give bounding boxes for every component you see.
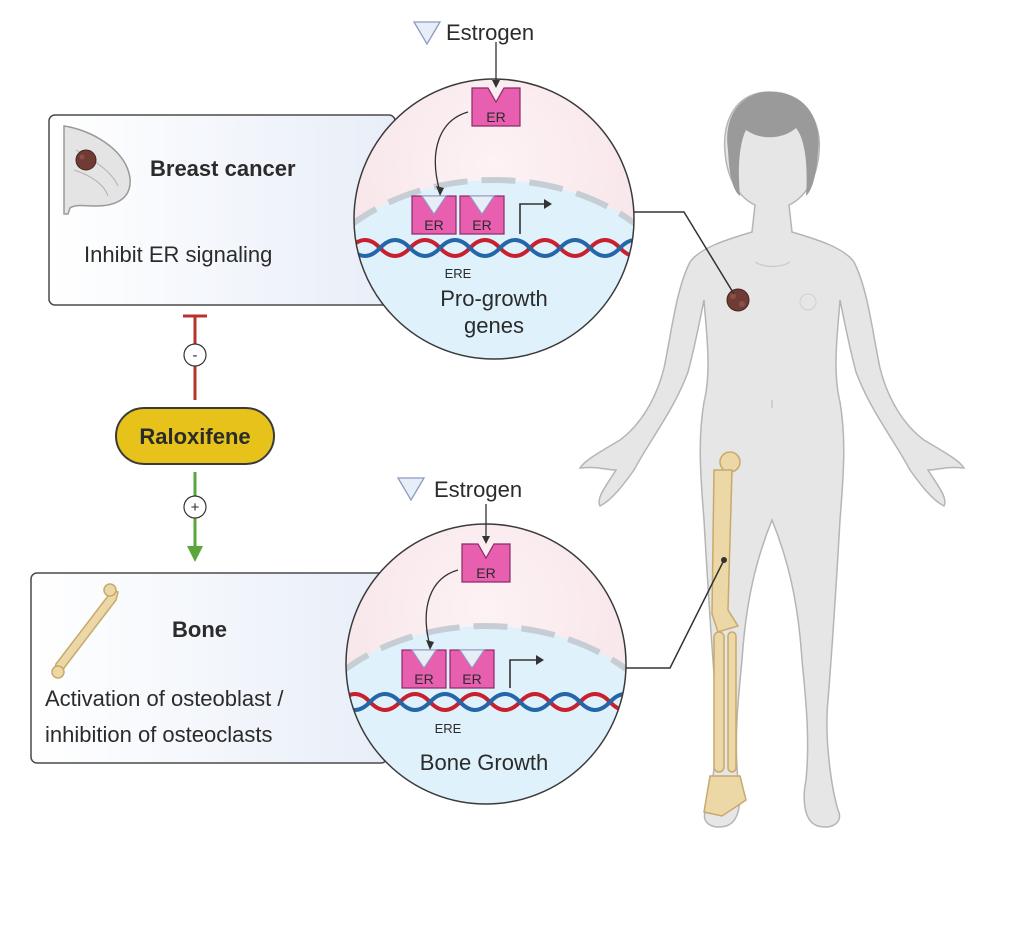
transcription-arrow [519, 203, 548, 234]
breast-cell-zoom: ER ER ER ERE Pro-growth genes [353, 42, 635, 360]
estrogen-bound-2 [469, 195, 495, 215]
activate-sign-circle [183, 495, 207, 519]
dna-strand-blue [354, 238, 634, 258]
bone-dimer-er-label-1: ER [414, 671, 433, 687]
estrogen-top-icon [412, 21, 442, 46]
breast-ere-label: ERE [445, 266, 472, 281]
estrogen-top: Estrogen [412, 20, 534, 46]
bone-cell-zoom: ER ER ER ERE Bone Growth [345, 504, 627, 805]
cytoplasmic-er-receptor [471, 87, 521, 127]
estrogen-bottom: Estrogen [396, 477, 522, 502]
bone-er-dimer: ER ER [401, 649, 495, 689]
bone-cytoplasmic-er-receptor [461, 543, 511, 583]
bone-ere-label: ERE [435, 721, 462, 736]
breast-outcome-line1: Pro-growth [440, 286, 548, 311]
raloxifene-pill: Raloxifene [115, 407, 275, 465]
dimer-er-label-2: ER [472, 217, 491, 233]
hair-shape [727, 91, 819, 196]
raloxifene-label: Raloxifene [139, 424, 250, 449]
bone-panel: Bone Activation of osteoblast / inhibiti… [30, 572, 388, 764]
er-dimer: ER ER [411, 195, 505, 235]
estrogen-bottom-label: Estrogen [434, 477, 522, 502]
inhibit-sign-circle [183, 343, 207, 367]
breast-connector-line [632, 211, 735, 295]
bone-panel-effect-line2: inhibition of osteoclasts [45, 722, 272, 747]
bone-cytoplasmic-er-label: ER [476, 565, 495, 581]
leg-skeleton [703, 451, 747, 817]
body-tumor [726, 288, 750, 312]
estrogen-bottom-icon [396, 477, 426, 502]
breast-panel-effect: Inhibit ER signaling [84, 242, 272, 267]
bone-connector-line [624, 559, 725, 669]
bone-dimer-er-label-2: ER [462, 671, 481, 687]
bone-panel-title: Bone [172, 617, 227, 642]
estrogen-bound-1 [421, 195, 447, 215]
human-body-silhouette [578, 91, 966, 828]
bone-transcription-arrow [509, 659, 540, 688]
cytoplasmic-er-label: ER [486, 109, 505, 125]
activate-sign: + [191, 499, 200, 516]
bone-icon [51, 583, 119, 679]
estrogen-top-label: Estrogen [446, 20, 534, 45]
breast-tissue-icon [63, 125, 131, 215]
inhibition-connector: - [183, 314, 207, 400]
inhibit-sign: - [193, 347, 198, 364]
breast-panel-title: Breast cancer [150, 156, 296, 181]
bone-outcome-label: Bone Growth [420, 750, 548, 775]
breast-cancer-panel: Breast cancer Inhibit ER signaling [48, 114, 396, 306]
bone-panel-effect-line1: Activation of osteoblast / [45, 686, 284, 711]
dimer-er-label-1: ER [424, 217, 443, 233]
breast-outcome-line2: genes [464, 313, 524, 338]
activation-connector: + [183, 472, 207, 562]
